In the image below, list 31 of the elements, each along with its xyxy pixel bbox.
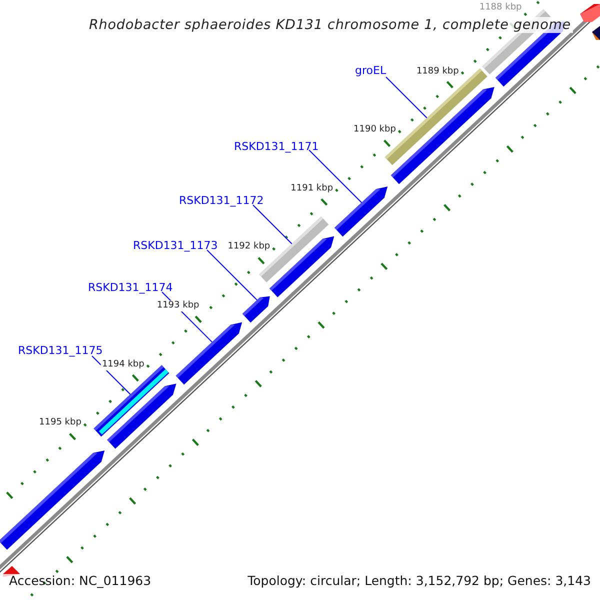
- gene-label: RSKD131_1171: [234, 140, 319, 153]
- gene-block: [0, 450, 105, 550]
- scale-label: 1191 kbp: [290, 183, 334, 194]
- scale-label: 1189 kbp: [415, 66, 460, 78]
- leader-line: [92, 356, 131, 395]
- gene-block: [592, 26, 600, 40]
- gene-block: [242, 296, 270, 323]
- scale-label: 1194 kbp: [100, 359, 146, 370]
- title: Rhodobacter sphaeroides KD131 chromosome 1, complete genome: [86, 17, 574, 33]
- gene-block: [580, 4, 600, 22]
- leader-line: [308, 150, 362, 204]
- gene-label: RSKD131_1172: [179, 194, 264, 207]
- scale-label: 1193 kbp: [156, 300, 200, 312]
- scale-label: 1192 kbp: [226, 242, 272, 253]
- gene-label: groEL: [355, 64, 386, 77]
- gene-block: [176, 322, 242, 385]
- leader-line: [386, 76, 428, 118]
- scale-label: 1188 kbp: [478, 2, 523, 14]
- scale-label: 1190 kbp: [352, 124, 397, 136]
- gene-block: [270, 236, 334, 298]
- gene-label: RSKD131_1174: [88, 281, 173, 294]
- gene-label: RSKD131_1173: [133, 239, 218, 252]
- leader-line: [252, 204, 292, 244]
- gene-label: RSKD131_1175: [18, 344, 103, 357]
- footer-text: Accession: NC_011963: [9, 573, 152, 588]
- gene-block: [334, 186, 388, 237]
- scale-label: 1195 kbp: [38, 418, 82, 429]
- footer-text: Topology: circular; Length: 3,152,792 bp; Genes: 3,143: [248, 573, 591, 588]
- leader-line: [206, 250, 258, 301]
- gene-block: [107, 384, 176, 449]
- gene-block: [3, 566, 20, 577]
